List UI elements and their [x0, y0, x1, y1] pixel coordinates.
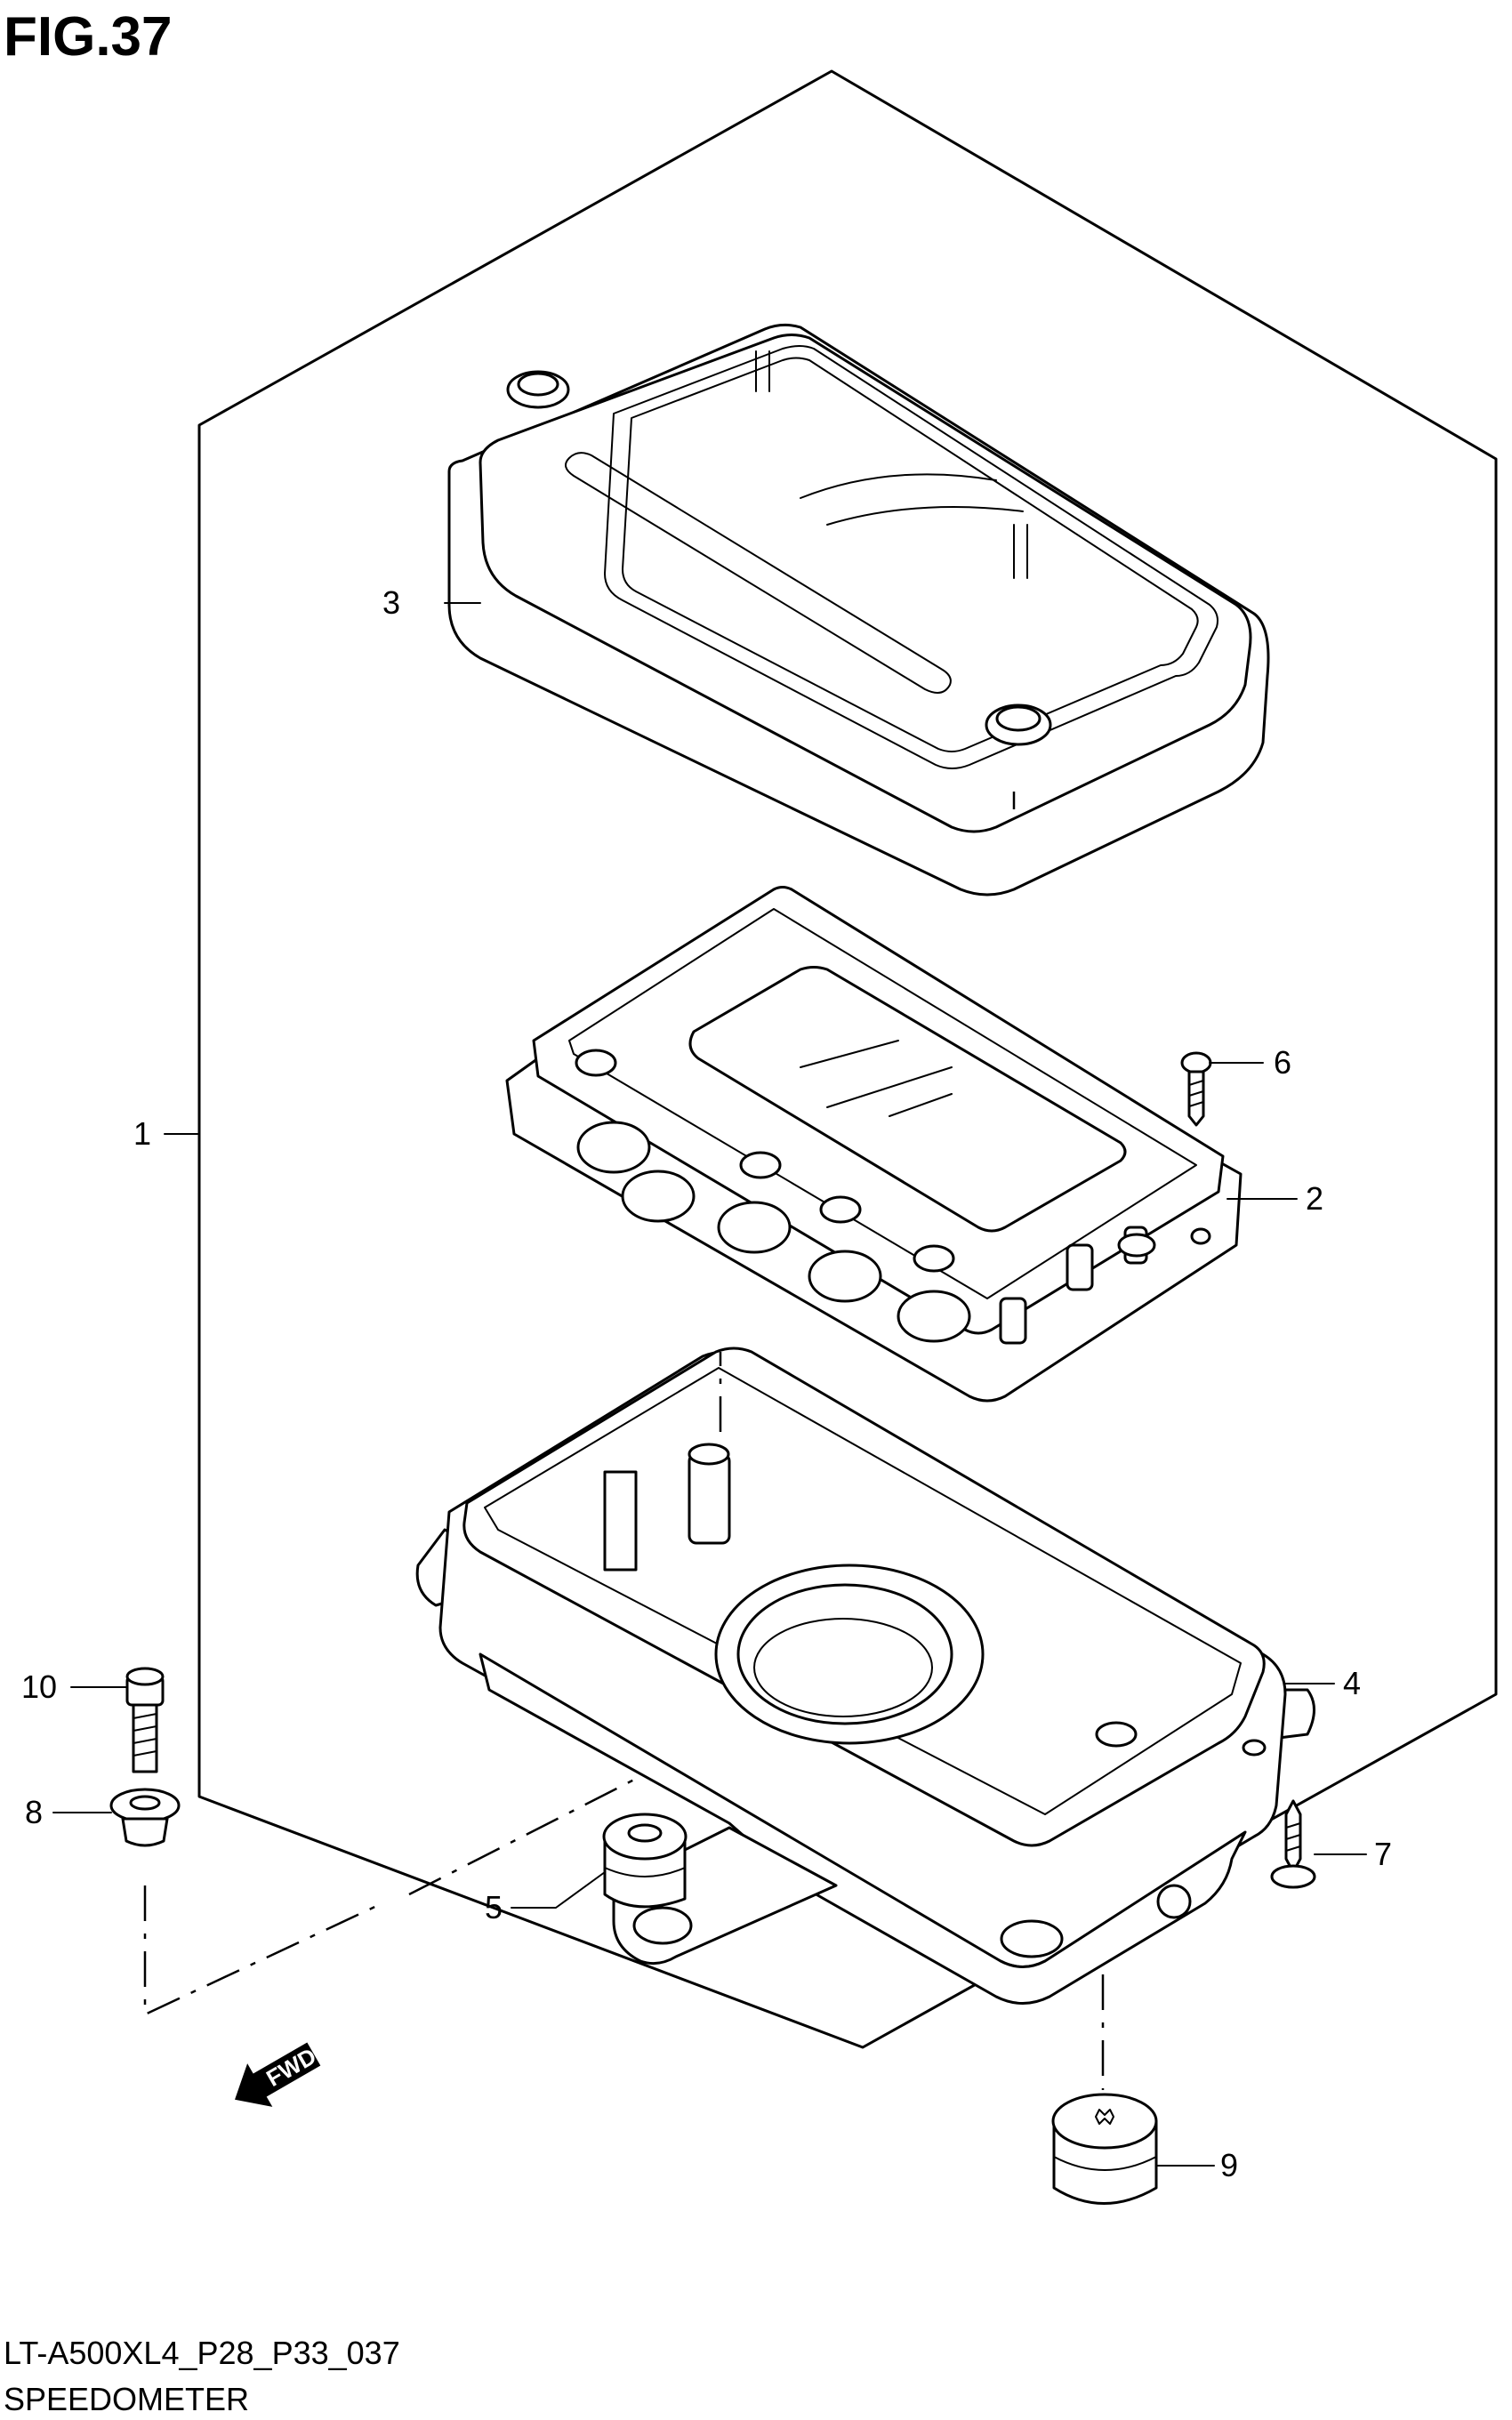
callout-5: 5 [485, 1889, 503, 1926]
callout-9: 9 [1220, 2147, 1238, 2183]
callout-2: 2 [1306, 1180, 1323, 1217]
figure-code: LT-A500XL4_P28_P33_037 [4, 2335, 400, 2371]
fwd-label: FWD [261, 2042, 320, 2092]
callout-1: 1 [133, 1115, 151, 1152]
part-bolt-10 [125, 1667, 165, 1773]
part-screw-6 [1180, 1051, 1212, 1127]
figure-title: FIG.37 [4, 6, 173, 68]
assembly-line-bolt [143, 1885, 383, 2016]
assembly-outline [197, 69, 1498, 2049]
fwd-arrow-icon: FWD [235, 2042, 321, 2107]
part-meter-unit [505, 886, 1243, 1403]
part-collar-8 [109, 1788, 181, 1847]
part-grommet [602, 1813, 688, 1909]
assembly-line-grommet [408, 1777, 637, 1896]
callout-7: 7 [1374, 1836, 1392, 1872]
part-case [415, 1347, 1315, 2005]
callout-8: 8 [25, 1794, 43, 1830]
callout-3: 3 [382, 584, 400, 621]
callout-6: 6 [1274, 1044, 1291, 1081]
part-cushion-9 [1051, 2093, 1158, 2205]
callout-4: 4 [1343, 1665, 1361, 1701]
callout-10: 10 [21, 1668, 57, 1705]
leader-5 [511, 1871, 606, 1909]
figure-name: SPEEDOMETER [4, 2381, 249, 2417]
part-bezel [447, 323, 1270, 896]
part-screw-7 [1270, 1799, 1316, 1889]
